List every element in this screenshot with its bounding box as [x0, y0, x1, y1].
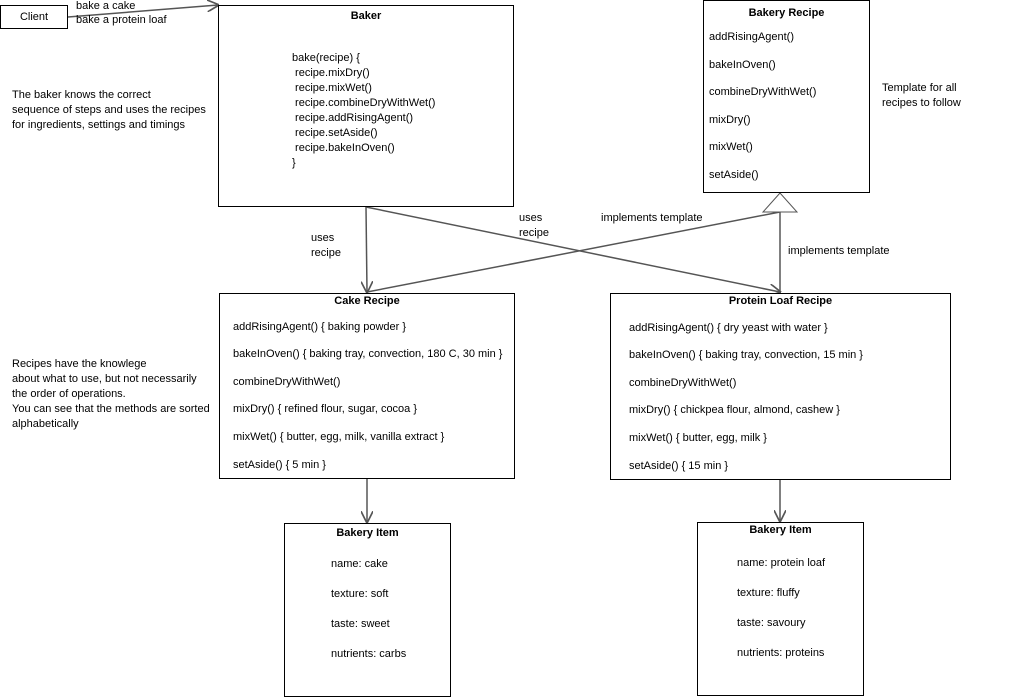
- recipe-note: Recipes have the knowlege about what to …: [12, 357, 210, 432]
- code-line: bake(recipe) {: [292, 52, 360, 64]
- note-line: recipes to follow: [882, 97, 961, 109]
- client-label: Client: [19, 11, 49, 23]
- uses-recipe-label-right: uses recipe: [519, 211, 549, 241]
- template-note: Template for all recipes to follow: [882, 81, 961, 111]
- method: mixWet() { butter, egg, milk, vanilla ex…: [233, 431, 445, 443]
- method: setAside() { 5 min }: [233, 459, 326, 471]
- method: addRisingAgent() { dry yeast with water …: [629, 322, 828, 334]
- code-line: recipe.setAside(): [292, 127, 378, 139]
- item-field: texture: fluffy: [737, 587, 800, 599]
- method: mixDry() { refined flour, sugar, cocoa }: [233, 403, 418, 415]
- method: addRisingAgent() { baking powder }: [233, 321, 407, 333]
- method: mixWet(): [709, 141, 753, 153]
- uses-cake-recipe-arrow: [366, 206, 367, 292]
- method: addRisingAgent(): [709, 31, 794, 43]
- inheritance-triangle: [761, 192, 799, 213]
- note-line: The baker knows the correct: [12, 89, 151, 101]
- cake-implements-line: [366, 211, 781, 293]
- client-message-arrow: [67, 5, 218, 18]
- client-message-2: bake a protein loaf: [76, 14, 167, 26]
- protein-recipe-box: Protein Loaf Recipe addRisingAgent() { d…: [610, 293, 951, 480]
- method: mixWet() { butter, egg, milk }: [629, 432, 767, 444]
- method: bakeInOven() { baking tray, convection, …: [629, 349, 863, 361]
- uses-protein-recipe-arrow: [365, 206, 780, 292]
- code-line: recipe.mixDry(): [292, 67, 370, 79]
- baker-box: Baker bake(recipe) { recipe.mixDry() rec…: [218, 5, 514, 207]
- cake-item-box: Bakery Item name: cake texture: soft tas…: [284, 523, 451, 697]
- protein-recipe-title: Protein Loaf Recipe: [728, 295, 833, 307]
- note-line: Template for all: [882, 82, 957, 94]
- edge-label-line: recipe: [519, 227, 549, 239]
- client-message-1: bake a cake: [76, 0, 136, 12]
- item-field: nutrients: carbs: [331, 648, 407, 660]
- note-line: the order of operations.: [12, 388, 126, 400]
- uses-recipe-label-left: uses recipe: [311, 231, 341, 261]
- item-field: texture: soft: [331, 588, 389, 600]
- note-line: Recipes have the knowlege: [12, 358, 147, 370]
- bakery-recipe-title: Bakery Recipe: [748, 7, 825, 19]
- item-field: nutrients: proteins: [737, 647, 825, 659]
- method: combineDryWithWet(): [233, 376, 341, 388]
- implements-template-label-top: implements template: [601, 212, 703, 224]
- note-line: about what to use, but not necessarily: [12, 373, 197, 385]
- note-line: for ingredients, settings and timings: [12, 119, 186, 131]
- cake-recipe-box: Cake Recipe addRisingAgent() { baking po…: [219, 293, 515, 479]
- cake-item-title: Bakery Item: [336, 527, 399, 539]
- cake-recipe-title: Cake Recipe: [334, 295, 400, 307]
- item-field: name: cake: [331, 558, 388, 570]
- method: setAside() { 15 min }: [629, 460, 729, 472]
- method: setAside(): [709, 169, 759, 181]
- baker-title: Baker: [350, 10, 382, 22]
- baker-note: The baker knows the correct sequence of …: [12, 88, 206, 133]
- item-field: name: protein loaf: [737, 557, 826, 569]
- code-line: recipe.addRisingAgent(): [292, 112, 414, 124]
- code-line: }: [292, 157, 296, 169]
- code-line: recipe.combineDryWithWet(): [292, 97, 436, 109]
- code-line: recipe.mixWet(): [292, 82, 372, 94]
- edge-label-line: uses: [519, 212, 543, 224]
- loaf-item-box: Bakery Item name: protein loaf texture: …: [697, 522, 864, 696]
- method: bakeInOven() { baking tray, convection, …: [233, 348, 503, 360]
- implements-template-label-right: implements template: [788, 245, 890, 257]
- method: bakeInOven(): [709, 59, 776, 71]
- method: combineDryWithWet(): [629, 377, 737, 389]
- item-field: taste: sweet: [331, 618, 390, 630]
- method: mixDry(): [709, 114, 751, 126]
- note-line: You can see that the methods are sorted: [12, 403, 210, 415]
- bakery-recipe-box: Bakery Recipe addRisingAgent() bakeInOve…: [703, 0, 870, 193]
- item-field: taste: savoury: [737, 617, 806, 629]
- note-line: sequence of steps and uses the recipes: [12, 104, 206, 116]
- edge-label-line: uses: [311, 232, 335, 244]
- method: combineDryWithWet(): [709, 86, 817, 98]
- loaf-item-title: Bakery Item: [749, 524, 812, 536]
- method: mixDry() { chickpea flour, almond, cashe…: [629, 404, 840, 416]
- code-line: recipe.bakeInOven(): [292, 142, 395, 154]
- edge-label-line: recipe: [311, 247, 341, 259]
- note-line: alphabetically: [12, 418, 79, 430]
- client-box: Client: [0, 5, 68, 29]
